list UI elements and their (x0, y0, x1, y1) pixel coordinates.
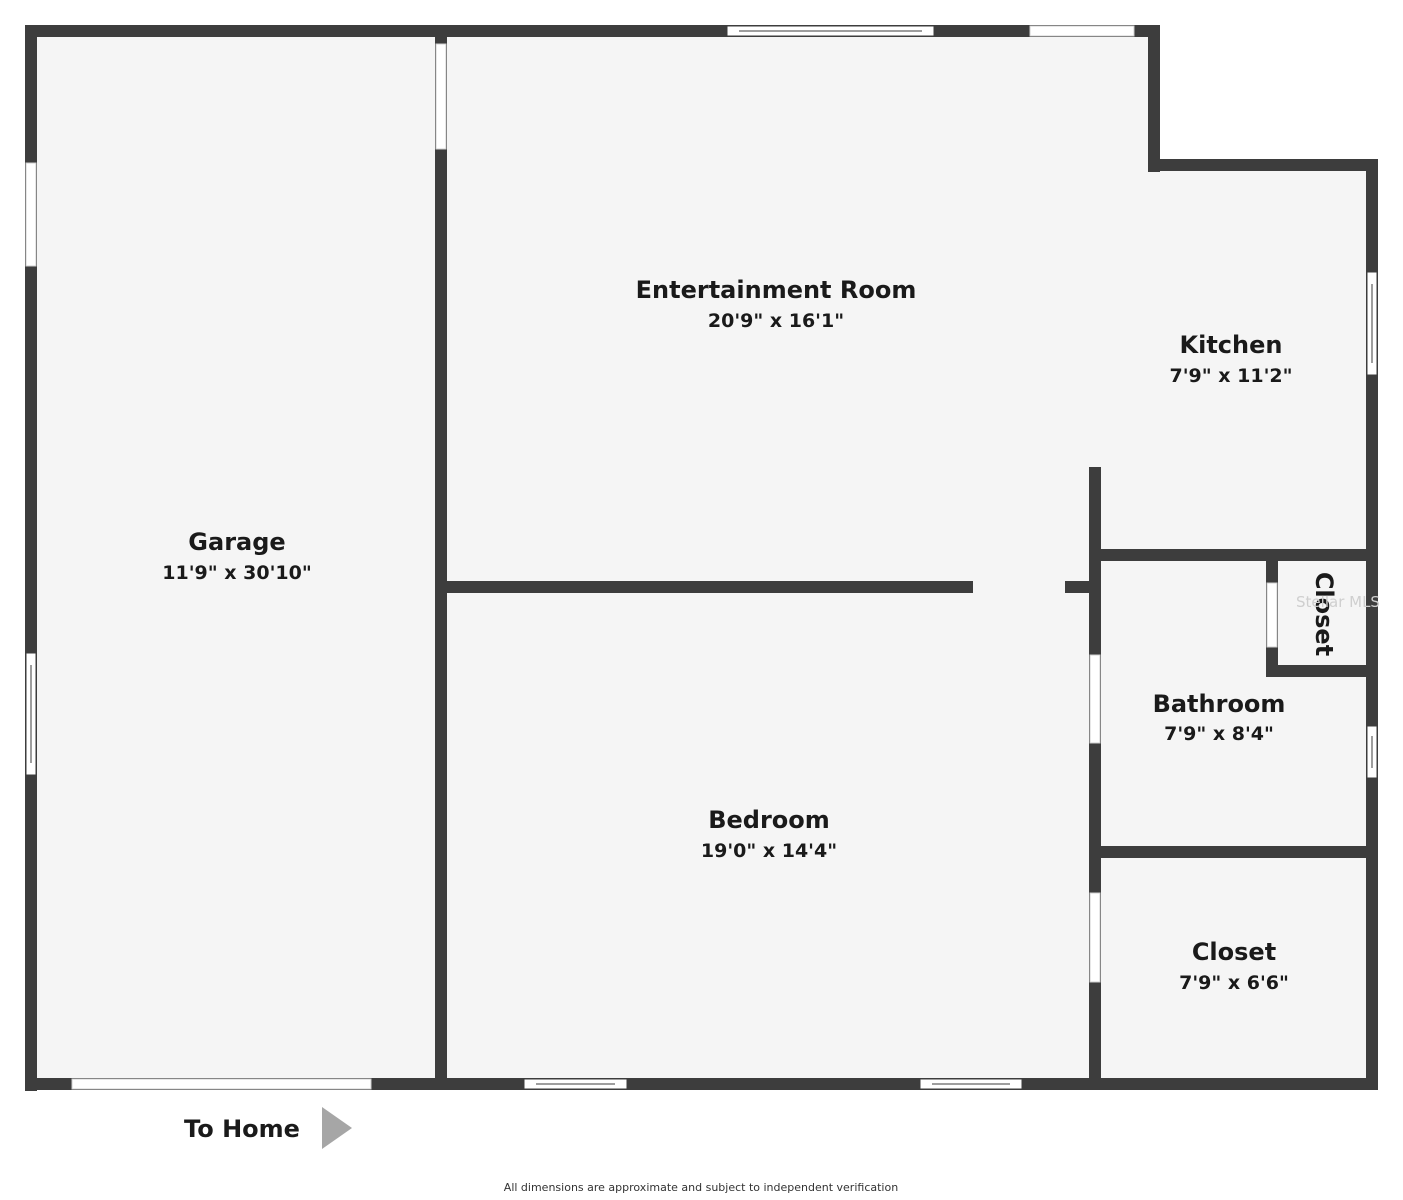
wall-notch-vertical (1148, 25, 1160, 172)
wall-west (25, 25, 37, 1091)
garage-door-opening (71, 1078, 372, 1090)
play-arrow-icon (322, 1107, 352, 1149)
room-name-kitchen: Kitchen (1180, 331, 1283, 359)
wall-closet-small-south (1266, 665, 1372, 677)
garage-west-opening (25, 162, 37, 267)
closet-door-opening (1089, 892, 1101, 983)
dimensions-disclaimer: All dimensions are approximate and subje… (504, 1181, 898, 1194)
openings (25, 25, 1278, 1090)
room-dims-closet: 7'9" x 6'6" (1179, 972, 1289, 994)
wall-bath-north (1095, 549, 1372, 561)
room-dims-entertainment: 20'9" x 16'1" (708, 310, 844, 332)
wall-kitchen-stub (1089, 467, 1101, 563)
north-opening (1029, 25, 1135, 37)
window-north (726, 25, 935, 37)
windows (25, 25, 1378, 1090)
window-bedroom-south-left (523, 1078, 628, 1090)
room-name-entertainment: Entertainment Room (636, 276, 917, 304)
room-name-bathroom: Bathroom (1153, 690, 1286, 718)
floor-east (1154, 165, 1372, 1084)
room-dims-bathroom: 7'9" x 8'4" (1164, 723, 1274, 745)
wall-bath-west (1089, 551, 1101, 1084)
room-name-closet: Closet (1192, 938, 1276, 966)
window-kitchen-east (1366, 271, 1378, 376)
window-garage-west (25, 652, 37, 776)
wall-bedroom-stub (1065, 581, 1095, 593)
window-bath-east (1366, 725, 1378, 779)
wall-closet-north (1095, 846, 1372, 858)
watermark: Stellar MLS (1296, 593, 1380, 611)
wall-notch-horizontal (1148, 159, 1378, 171)
to-home-indicator: To Home (184, 1107, 352, 1149)
room-dims-bedroom: 19'0" x 14'4" (701, 840, 837, 862)
room-labels: Garage 11'9" x 30'10" Entertainment Room… (162, 276, 1338, 994)
room-name-small-closet: Closet (1310, 572, 1338, 656)
walls (25, 25, 1378, 1091)
bath-door-opening (1089, 654, 1101, 744)
room-dims-garage: 11'9" x 30'10" (162, 562, 311, 584)
room-name-garage: Garage (188, 528, 285, 556)
to-home-label: To Home (184, 1115, 300, 1143)
small-closet-door-opening (1266, 582, 1278, 648)
floor-area (31, 31, 1372, 1084)
wall-bedroom-north (441, 581, 973, 593)
wall-garage-divider (435, 31, 447, 1084)
room-dims-kitchen: 7'9" x 11'2" (1169, 365, 1292, 387)
room-name-bedroom: Bedroom (708, 806, 830, 834)
garage-interior-opening (435, 43, 447, 150)
wall-north (25, 25, 1160, 37)
floor-main (31, 31, 1154, 1084)
window-bedroom-south-right (919, 1078, 1023, 1090)
